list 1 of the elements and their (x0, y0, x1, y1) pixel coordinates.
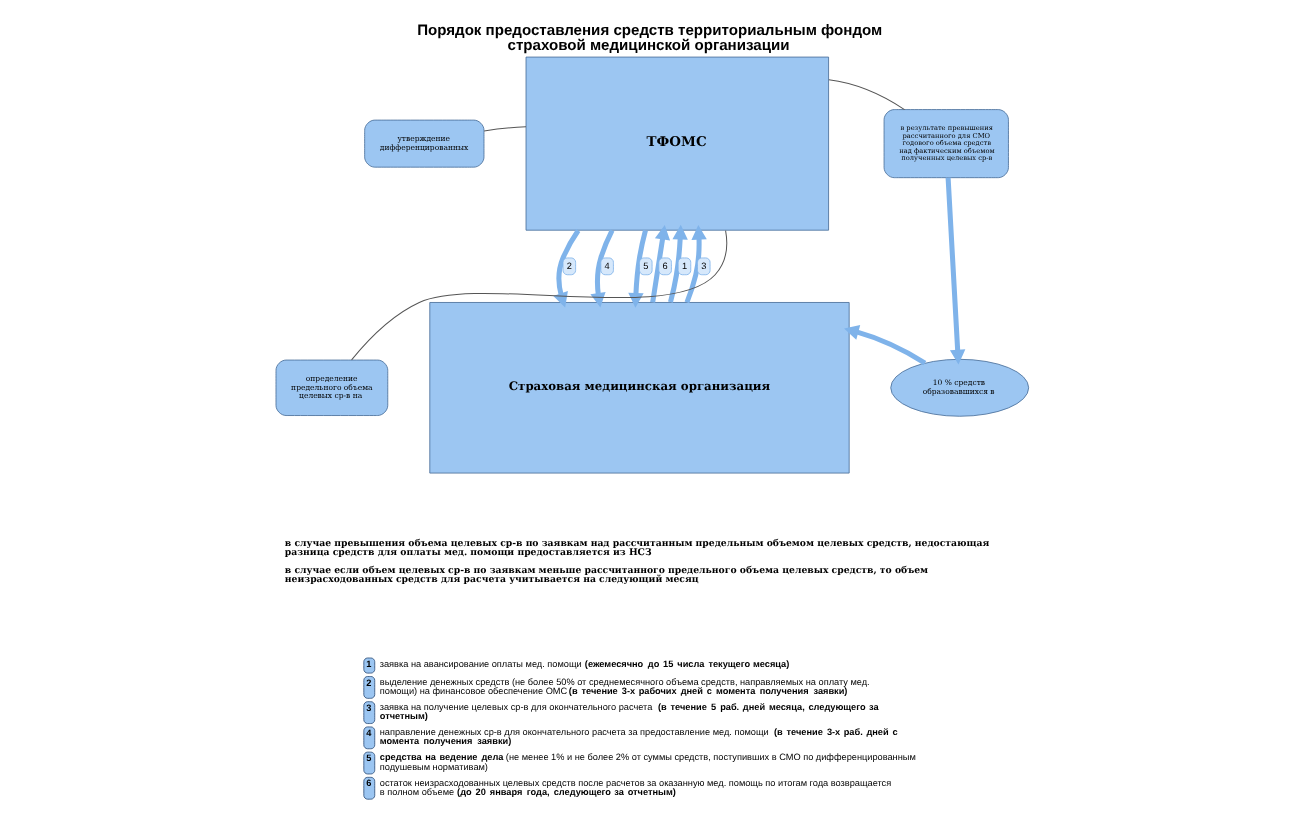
diagram-title: Порядок предоставления средств территориальным фондом страховой медицинской организации (417, 20, 883, 54)
